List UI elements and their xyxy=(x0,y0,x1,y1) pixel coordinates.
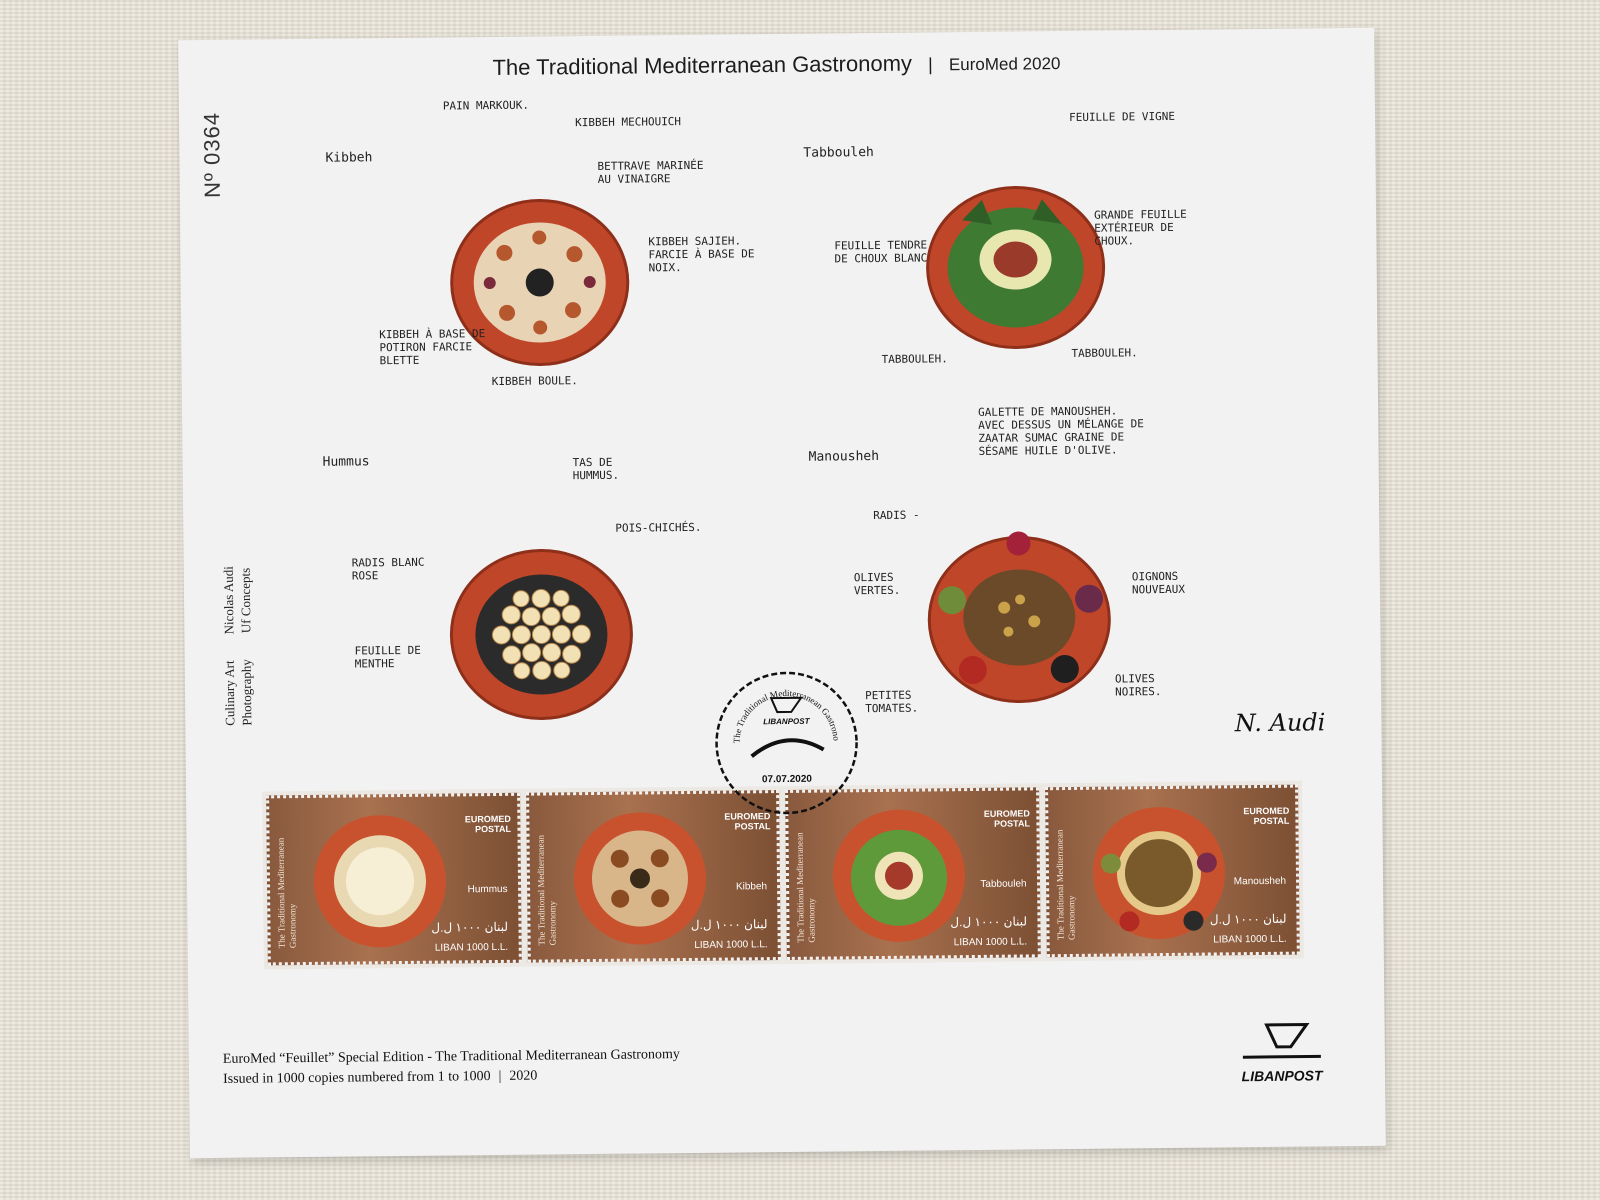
sheet-title: The Traditional Mediterranean Gastronomy xyxy=(492,50,913,81)
stamp-face-value: LIBAN 1000 L.L. xyxy=(1213,933,1287,946)
stamp-arabic-value: لبنان ١٠٠٠ ل.ل xyxy=(1209,911,1287,927)
stamp-dish-name: Kibbeh xyxy=(735,881,768,893)
hummus-note-1: Tas de hummus. xyxy=(572,455,620,483)
hummus-dish-image xyxy=(313,815,446,948)
tabbouleh-note-3: Feuille tendre de choux blanc xyxy=(834,238,928,266)
stamp-manousheh: The Traditional Mediterranean Gastronomy… xyxy=(1044,784,1300,958)
libanpost-wordmark: LIBANPOST xyxy=(1241,1067,1323,1085)
stamp-face-value: LIBAN 1000 L.L. xyxy=(953,936,1028,949)
stamp-strip: The Traditional Mediterranean Gastronomy… xyxy=(262,780,1304,970)
stamp-dish-name: Tabbouleh xyxy=(980,878,1027,890)
hummus-note-4: Feuille de menthe xyxy=(354,643,421,671)
stamp-kibbeh: The Traditional Mediterranean Gastronomy… xyxy=(525,790,781,963)
tabbouleh-note-2: Grande feuille extérieur de choux. xyxy=(1093,207,1187,248)
kibbeh-note-2: Kibbeh mechouich xyxy=(574,115,682,130)
tabbouleh-dish-image xyxy=(832,809,965,942)
credit-name-1: Nicolas Audi xyxy=(220,566,237,635)
stamp-face-value: LIBAN 1000 L.L. xyxy=(434,941,509,954)
postmark-text: The Traditional Mediterranean Gastronomy xyxy=(711,667,842,744)
libanpost-brand: LIBANPOST xyxy=(1236,1018,1327,1084)
stamp-face-value: LIBAN 1000 L.L. xyxy=(694,939,768,951)
credits: Culinary Art Nicolas Audi Photography Uf… xyxy=(220,566,256,726)
kibbeh-note-6: Kibbeh boule. xyxy=(491,374,578,389)
hummus-note-3: Radis blanc rose xyxy=(351,555,425,583)
stamp-side-title: The Traditional Mediterranean Gastronomy xyxy=(794,832,817,943)
euromed-postal-logo: EUROMED POSTAL xyxy=(464,813,512,835)
kibbeh-note-1: Pain markouk. xyxy=(442,98,530,113)
serial-number: Nº 0364 xyxy=(198,111,225,199)
manousheh-note-2: Radis - xyxy=(873,508,920,523)
stamp-side-title: The Traditional Mediterranean Gastronomy xyxy=(1053,829,1077,941)
hummus-plate-drawing xyxy=(449,549,633,721)
sheet-footer: EuroMed “Feuillet” Special Edition - The… xyxy=(223,1045,680,1090)
tabbouleh-note-4: Tabbouleh. xyxy=(881,352,948,366)
kibbeh-plate-drawing xyxy=(450,199,630,367)
manousheh-note-5: Petites tomates. xyxy=(865,688,919,716)
manousheh-label: Manousheh xyxy=(808,448,880,465)
stamp-arabic-value: لبنان ١٠٠٠ ل.ل xyxy=(431,919,509,935)
stamp-tabbouleh: The Traditional Mediterranean Gastronomy… xyxy=(785,787,1041,960)
manousheh-plate-drawing xyxy=(927,531,1111,704)
svg-text:The Traditional Mediterranean: The Traditional Mediterranean Gastronomy xyxy=(711,667,842,744)
stamp-arabic-value: لبنان ١٠٠٠ ل.ل xyxy=(950,914,1028,930)
tabbouleh-label: Tabbouleh xyxy=(803,145,874,161)
tabbouleh-plate-drawing xyxy=(926,186,1106,350)
stamp-arabic-value: لبنان ١٠٠٠ ل.ل xyxy=(690,917,768,932)
credit-name-2: Uf Concepts xyxy=(237,567,254,634)
artist-signature: N. Audi xyxy=(1234,708,1326,738)
kibbeh-dish-image xyxy=(573,812,706,945)
credit-role-1: Culinary Art xyxy=(221,660,238,726)
stamp-hummus: The Traditional Mediterranean Gastronomy… xyxy=(266,792,522,966)
manousheh-note-4: Oignons nouveaux xyxy=(1131,569,1186,597)
stamp-side-title: The Traditional Mediterranean Gastronomy xyxy=(535,835,558,946)
stamp-dish-name: Manousheh xyxy=(1233,875,1287,888)
libanpost-logo-icon xyxy=(1242,1022,1321,1059)
hummus-label: Hummus xyxy=(322,454,370,470)
manousheh-note-6: Olives noires. xyxy=(1114,672,1162,699)
stamp-dish-name: Hummus xyxy=(467,883,508,896)
manousheh-dish-image xyxy=(1092,807,1225,940)
stamp-side-title: The Traditional Mediterranean Gastronomy xyxy=(275,837,298,949)
footer-separator: | xyxy=(498,1068,502,1084)
souvenir-sheet: The Traditional Mediterranean Gastronomy… xyxy=(178,27,1386,1159)
footer-issue-text: Issued in 1000 copies numbered from 1 to… xyxy=(222,1069,491,1087)
kibbeh-note-5: Kibbeh à base de potiron farcie blette xyxy=(379,327,486,368)
postmark-cancellation: LIBANPOST The Traditional Mediterranean … xyxy=(711,667,858,815)
tabbouleh-note-1: Feuille de vigne xyxy=(1068,109,1176,124)
sheet-subtitle: EuroMed 2020 xyxy=(948,54,1061,75)
postmark-date: 07.07.2020 xyxy=(762,774,813,786)
euromed-postal-logo: EUROMED POSTAL xyxy=(1243,805,1290,827)
title-separator: | xyxy=(927,54,933,75)
manousheh-note-3: Olives vertes. xyxy=(853,570,901,598)
hummus-note-2: Pois-chichés. xyxy=(615,520,702,535)
footer-year: 2020 xyxy=(509,1068,538,1084)
tabbouleh-note-5: Tabbouleh. xyxy=(1071,346,1138,360)
sheet-title-row: The Traditional Mediterranean Gastronomy… xyxy=(178,46,1374,85)
euromed-postal-logo: EUROMED POSTAL xyxy=(983,808,1030,829)
kibbeh-note-3: Bettrave marinée au vinaigre xyxy=(597,158,704,186)
credit-role-2: Photography xyxy=(238,659,255,726)
kibbeh-label: Kibbeh xyxy=(325,150,373,166)
postmark-brand: LIBANPOST xyxy=(763,717,810,726)
kibbeh-note-4: Kibbeh sajieh. Farcie à base de noix. xyxy=(648,234,755,275)
manousheh-note-1: Galette de manousheh. Avec dessus un mél… xyxy=(978,404,1144,458)
